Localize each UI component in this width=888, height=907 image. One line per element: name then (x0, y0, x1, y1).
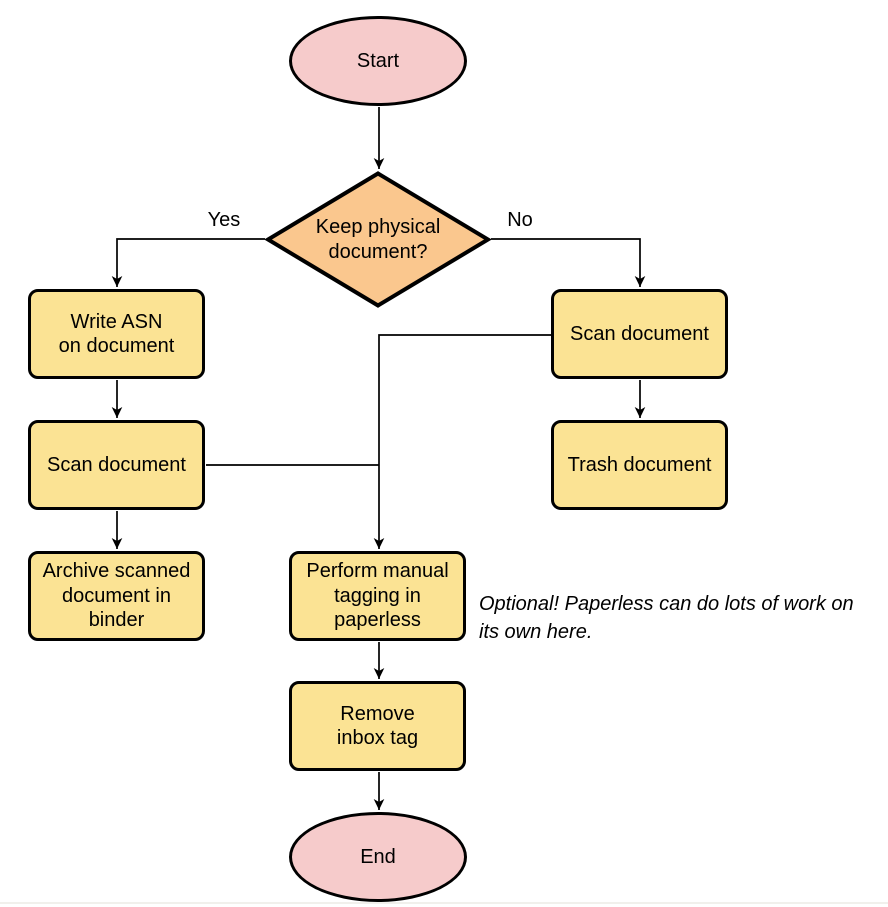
node-decision-label: Keep physical document? (315, 216, 441, 263)
node-archive-in-binder: Archive scanned document in binder (28, 551, 205, 641)
node-end-label: End (360, 845, 396, 868)
node-decision: Keep physical document? (265, 171, 491, 308)
edge-decision-no-to-scan-right (491, 238, 646, 287)
node-manual-tagging-label: Perform manual tagging in paperless (306, 560, 449, 632)
node-manual-tagging: Perform manual tagging in paperless (289, 551, 466, 641)
node-scan-document-left: Scan document (28, 420, 205, 510)
node-start: Start (289, 16, 467, 106)
edge-label-no: No (492, 208, 548, 232)
edge-label-yes: Yes (196, 208, 252, 232)
node-scan-document-left-label: Scan document (47, 453, 186, 476)
decision-diamond-shape (265, 171, 491, 308)
node-archive-in-binder-label: Archive scanned document in binder (42, 560, 191, 632)
node-end: End (289, 812, 467, 902)
node-start-label: Start (356, 49, 400, 72)
node-remove-inbox-tag-label: Remove inbox tag (336, 702, 419, 749)
annotation-note: Optional! Paperless can do lots of work … (479, 593, 854, 643)
node-trash-document: Trash document (551, 420, 728, 510)
node-write-asn: Write ASN on document (28, 289, 205, 379)
node-write-asn-label: Write ASN on document (58, 310, 175, 357)
edge-scan-right-to-tagging (373, 334, 551, 549)
node-trash-document-label: Trash document (567, 453, 712, 476)
bottom-divider (0, 902, 888, 904)
node-scan-document-right: Scan document (551, 289, 728, 379)
node-remove-inbox-tag: Remove inbox tag (289, 681, 466, 771)
node-scan-document-right-label: Scan document (570, 322, 709, 345)
edge-decision-yes-to-write-asn (111, 238, 265, 287)
